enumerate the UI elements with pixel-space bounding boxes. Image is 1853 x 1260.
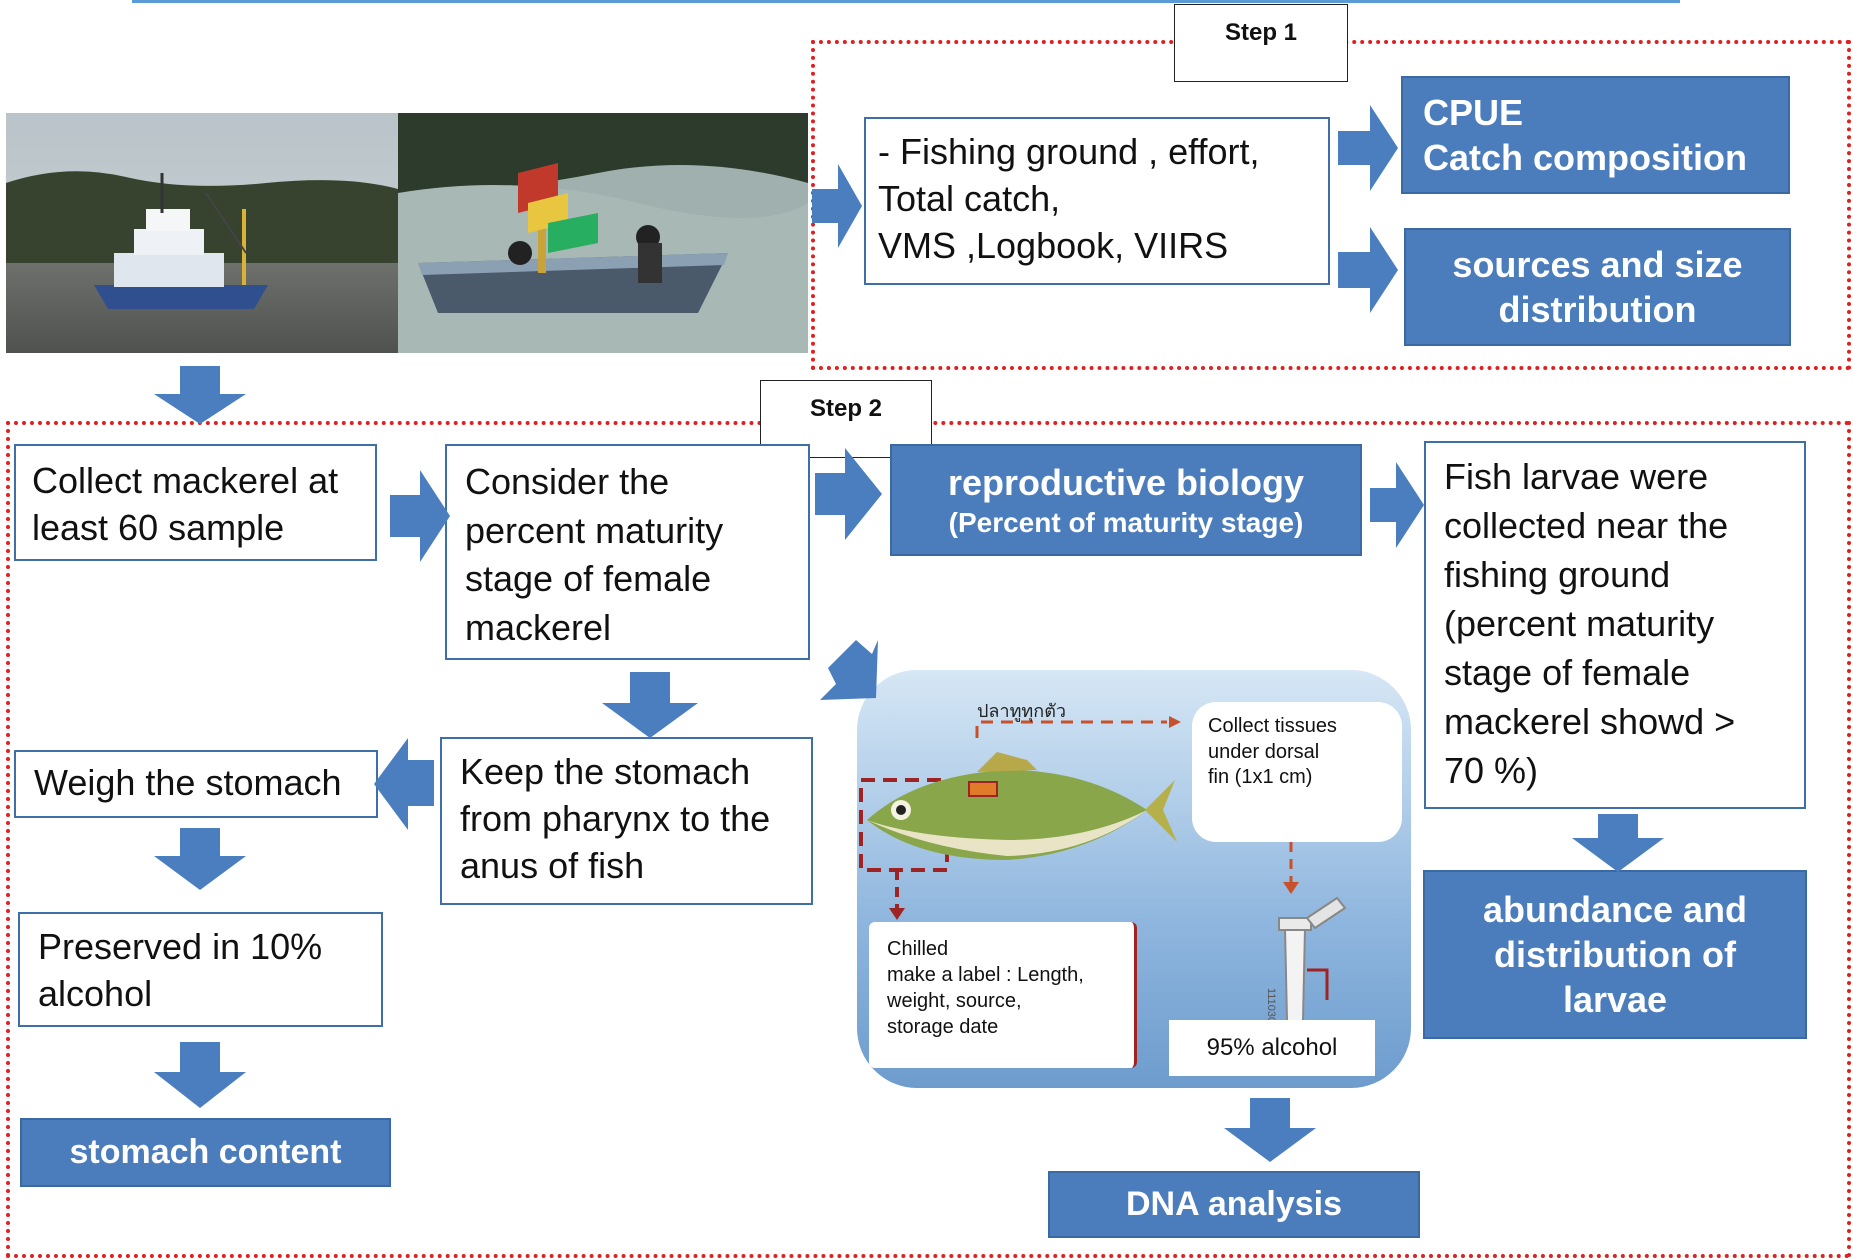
consider-maturity-box: Consider the percent maturity stage of f… <box>445 444 810 660</box>
alcohol-label: 95% alcohol <box>1169 1020 1375 1076</box>
step1-label: Step 1 <box>1174 4 1348 82</box>
cpue-box: CPUE Catch composition <box>1401 76 1790 194</box>
stomach-content-box: stomach content <box>20 1118 391 1187</box>
weigh-stomach-box: Weigh the stomach <box>14 750 378 818</box>
collect-tissues-note: Collect tissues under dorsal fin (1x1 cm… <box>1192 702 1402 842</box>
reproductive-biology-subtitle: (Percent of maturity stage) <box>948 507 1304 538</box>
preserved-box: Preserved in 10% alcohol <box>18 912 383 1027</box>
reproductive-biology-title: reproductive biology <box>947 462 1305 503</box>
dna-analysis-box: DNA analysis <box>1048 1171 1420 1238</box>
collect-mackerel-box: Collect mackerel at least 60 sample <box>14 444 377 561</box>
keep-stomach-box: Keep the stomach from pharynx to the anu… <box>440 737 813 905</box>
trawler-photo <box>6 113 398 353</box>
fish-larvae-box: Fish larvae were collected near the fish… <box>1424 441 1806 809</box>
sources-size-box: sources and size distribution <box>1404 228 1791 346</box>
dna-sampling-panel: ปลาทูทุกตัว Collect tissues under dorsal… <box>857 670 1411 1088</box>
fishing-inputs-box: - Fishing ground , effort, Total catch, … <box>864 117 1330 285</box>
chilled-label-note: Chilled make a label : Length, weight, s… <box>869 922 1137 1068</box>
reproductive-biology-box: reproductive biology (Percent of maturit… <box>890 444 1362 556</box>
arrow-down-from-photos <box>154 366 246 424</box>
abundance-box: abundance and distribution of larvae <box>1423 870 1807 1039</box>
top-rule <box>132 0 1680 3</box>
fish-thai-label: ปลาทูทุกตัว <box>977 701 1066 722</box>
longtail-boat-photo <box>398 113 808 353</box>
